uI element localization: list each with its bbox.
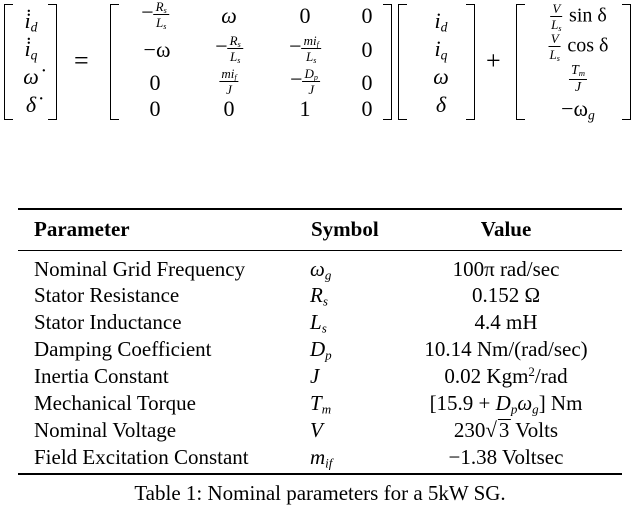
matrix-r2-c0: 0: [149, 70, 161, 95]
param-name: Stator Resistance: [34, 283, 180, 307]
param-value: 0.02 Kgm2/rad: [444, 363, 568, 388]
matrix-r3-c0: 0: [149, 96, 161, 121]
param-symbol: Rs: [310, 283, 328, 309]
state-entry-id: id: [434, 8, 448, 35]
input-entry-3: −ωg: [561, 96, 595, 123]
input-left-bracket: [516, 4, 525, 120]
param-value: 4.4 mH: [474, 310, 538, 334]
matrix-r3-c3: 0: [361, 96, 373, 121]
table-row: Damping Coefficient Dp 10.14 Nm/(rad/sec…: [18, 337, 622, 364]
param-symbol: Ls: [310, 310, 327, 336]
param-value: 10.14 Nm/(rad/sec): [424, 337, 588, 361]
lhs-entry-iq-dot: i̇q: [24, 36, 38, 63]
param-value: 100π rad/sec: [452, 257, 560, 281]
matrix-right-bracket: [383, 4, 392, 120]
lhs-left-bracket: [4, 4, 13, 120]
matrix-left-bracket: [110, 4, 119, 120]
table-row: Mechanical Torque Tm [15.9 + Dpωg] Nm: [18, 391, 622, 418]
table-row: Field Excitation Constant mif −1.38 Volt…: [18, 445, 622, 472]
table-row: Nominal Grid Frequency ωg 100π rad/sec: [18, 257, 622, 284]
lhs-entry-omega-dot: ω̇: [23, 64, 39, 89]
lhs-right-bracket: [48, 4, 57, 120]
param-name: Stator Inductance: [34, 310, 182, 334]
param-symbol: Tm: [310, 391, 332, 417]
param-value: 0.152 Ω: [471, 283, 541, 307]
param-name: Inertia Constant: [34, 364, 169, 388]
table-header-rule: [18, 250, 622, 252]
lhs-entry-delta-dot: δ̇: [25, 92, 37, 117]
matrix-r0-c1: ω: [221, 3, 237, 28]
sqrt-sign: √: [485, 418, 497, 442]
header-symbol: Symbol: [311, 217, 379, 241]
param-value: [15.9 + Dpωg] Nm: [429, 391, 583, 417]
param-name: Nominal Grid Frequency: [34, 257, 246, 281]
state-entry-iq: iq: [434, 36, 448, 63]
input-right-bracket: [622, 4, 631, 120]
param-value: 230√3 Volts: [453, 418, 559, 442]
state-right-bracket: [466, 4, 475, 120]
header-parameter: Parameter: [34, 217, 130, 241]
matrix-r1-c3: 0: [361, 37, 373, 62]
table-caption: Table 1: Nominal parameters for a 5kW SG…: [134, 481, 506, 505]
matrix-r3-c2: 1: [299, 96, 311, 121]
matrix-r0-c2: 0: [299, 3, 311, 28]
state-entry-delta: δ: [435, 92, 447, 117]
matrix-r2-c3: 0: [361, 70, 373, 95]
plus-sign: +: [486, 46, 501, 75]
param-name: Nominal Voltage: [34, 418, 177, 442]
header-value: Value: [480, 217, 532, 241]
matrix-r0-c3: 0: [361, 3, 373, 28]
matrix-r1-c0: −ω: [143, 37, 171, 62]
param-name: Field Excitation Constant: [34, 445, 249, 469]
lhs-entry-id-dot: i̇d: [24, 8, 38, 35]
param-value: −1.38 Voltsec: [448, 445, 564, 469]
matrix-r3-c1: 0: [223, 96, 235, 121]
table-row: Stator Inductance Ls 4.4 mH: [18, 310, 622, 337]
state-entry-omega: ω: [433, 64, 449, 89]
table-bottom-rule: [18, 473, 622, 475]
table-row: Stator Resistance Rs 0.152 Ω: [18, 283, 622, 310]
param-symbol: V: [310, 418, 323, 442]
param-symbol: ωg: [310, 257, 332, 283]
param-name: Mechanical Torque: [34, 391, 196, 415]
table-row: Nominal Voltage V 230√3 Volts: [18, 418, 622, 445]
table-row: Inertia Constant J 0.02 Kgm2/rad: [18, 364, 622, 391]
state-left-bracket: [398, 4, 407, 120]
param-symbol: J: [310, 364, 320, 388]
equals-sign: =: [74, 46, 89, 75]
param-name: Damping Coefficient: [34, 337, 212, 361]
param-symbol: Dp: [310, 337, 332, 363]
table-top-rule: [18, 208, 622, 210]
param-symbol: mif: [310, 445, 333, 471]
